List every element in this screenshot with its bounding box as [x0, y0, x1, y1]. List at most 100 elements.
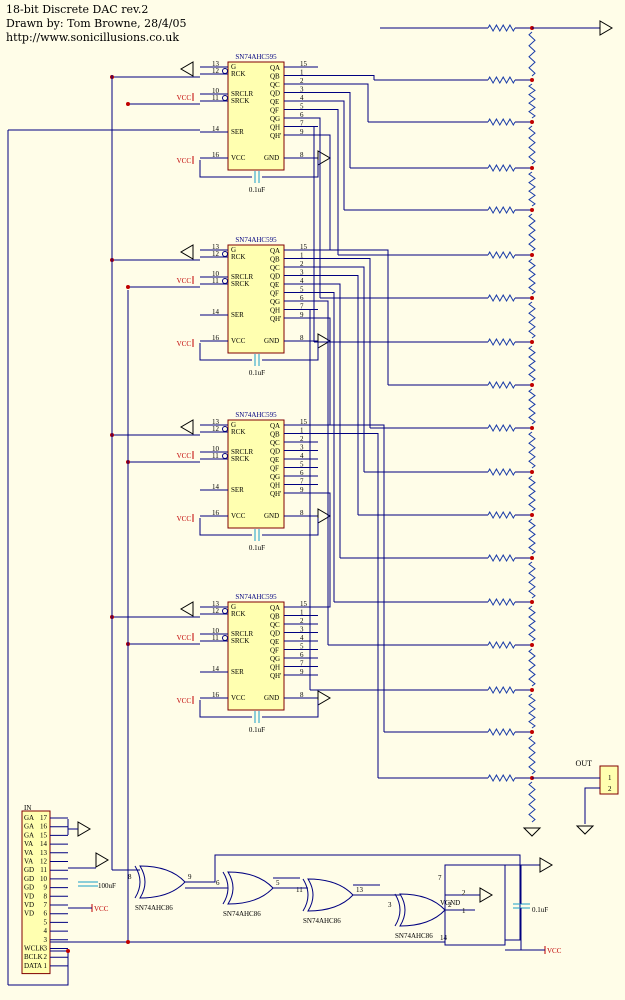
pin-number: 15 — [300, 600, 308, 608]
junction-dot — [530, 730, 534, 734]
pin-name: SER — [231, 486, 244, 494]
vcc-label: VCC — [177, 452, 192, 460]
xor-body — [399, 893, 446, 927]
xor-gate-4 — [394, 893, 446, 927]
xor-frame — [444, 864, 506, 946]
vcc-label: VCC — [177, 515, 192, 523]
pin-number: 12 — [212, 607, 220, 615]
junction-dot — [530, 78, 534, 82]
output-connector — [599, 765, 619, 795]
vcc-label: VCC — [177, 697, 192, 705]
junction-dot — [530, 120, 534, 124]
connector-pin-num: 4 — [44, 927, 48, 935]
ladder-route — [313, 126, 318, 342]
pin-number: 6 — [300, 111, 304, 119]
xor-pin: 2 — [448, 901, 452, 909]
pin-number: 12 — [212, 425, 220, 433]
pin-name: QC — [270, 264, 280, 272]
junction-dot — [66, 949, 70, 953]
pin-number: 4 — [300, 452, 304, 460]
pin-name: QA — [270, 422, 280, 430]
output-pin: 2 — [608, 785, 612, 793]
pin-number: 11 — [212, 94, 219, 102]
xor-input-curve — [134, 865, 141, 899]
resistor — [487, 205, 516, 215]
ground-symbol — [317, 150, 331, 166]
xor-pin: 9 — [188, 873, 192, 881]
title-block: 18-bit Discrete DAC rev.2 Drawn by: Tom … — [6, 3, 187, 45]
xor-body — [139, 865, 186, 899]
resistor — [487, 293, 516, 303]
resistor — [528, 431, 536, 469]
xor-part-label: SN74AHC86 — [303, 917, 341, 925]
ladder-route — [318, 109, 339, 255]
resistor — [528, 171, 536, 207]
pin-name: VCC — [231, 154, 246, 162]
junction-dot — [530, 253, 534, 257]
connector-pin-num: 1 — [44, 962, 48, 970]
ladder-route — [318, 92, 351, 168]
resistor — [528, 301, 536, 339]
pin-number: 2 — [300, 260, 304, 268]
xor-pin: 14 — [440, 934, 448, 942]
resistor — [487, 117, 516, 127]
xor-gate-1 — [134, 865, 186, 899]
pin-number: 15 — [300, 243, 308, 251]
connector-pin-name: VA — [24, 840, 33, 848]
pin-name: QH — [270, 664, 280, 672]
pin-number: 7 — [300, 120, 304, 128]
pin-name: QD — [270, 273, 280, 281]
ground-symbol — [599, 20, 613, 36]
connector-pin-name: GD — [24, 875, 34, 883]
shift-register-4 — [227, 601, 285, 711]
pin-name: QA — [270, 247, 280, 255]
vcc-label: VCC — [177, 94, 192, 102]
pin-number: 6 — [300, 651, 304, 659]
chip-part-label: SN74AHC595 — [235, 53, 277, 61]
pin-number: 9 — [300, 668, 304, 676]
pin-number: 13 — [212, 600, 220, 608]
pin-number: 8 — [300, 151, 304, 159]
pin-number: 16 — [212, 334, 220, 342]
ladder-route — [309, 309, 318, 690]
pin-name: QF — [270, 465, 279, 473]
pin-name: VCC — [231, 337, 246, 345]
pin-name: SER — [231, 668, 244, 676]
pin-number: 14 — [212, 125, 220, 133]
junction-dot — [126, 940, 130, 944]
pin-name: QB — [270, 73, 280, 81]
junction-dot — [530, 340, 534, 344]
bypass-wire — [199, 160, 252, 178]
pin-name: VCC — [231, 694, 246, 702]
resistor — [528, 213, 536, 252]
connector-pin-num: 6 — [44, 910, 48, 918]
bypass-wire — [262, 343, 319, 361]
ground-symbol — [575, 825, 595, 835]
pin-name: QD — [270, 630, 280, 638]
ground-symbol — [539, 857, 553, 873]
chip-body — [227, 61, 285, 171]
resistor — [487, 250, 516, 260]
ground-symbol — [317, 508, 331, 524]
pin-name: QH' — [270, 672, 281, 680]
pin-name: QG — [270, 473, 280, 481]
pin-name: QE — [270, 98, 279, 106]
pin-number: 8 — [300, 691, 304, 699]
ladder-route — [318, 266, 365, 472]
data-return — [8, 950, 69, 986]
connector-pin-num: 12 — [40, 858, 48, 866]
resistor — [528, 648, 536, 687]
pin-name: QG — [270, 115, 280, 123]
pin-number: 14 — [212, 308, 220, 316]
pin-name: QD — [270, 448, 280, 456]
pin-number: 9 — [300, 486, 304, 494]
pin-number: 7 — [300, 478, 304, 486]
chip-body — [227, 244, 285, 354]
xor-body — [307, 878, 354, 912]
vcc-label: VCC — [94, 905, 109, 913]
pin-number: 5 — [300, 461, 304, 469]
junction-dot — [530, 208, 534, 212]
connector-pin-name: GA — [24, 823, 34, 831]
xor-vgnd: VGND — [440, 899, 460, 907]
shift-register-2 — [227, 244, 285, 354]
